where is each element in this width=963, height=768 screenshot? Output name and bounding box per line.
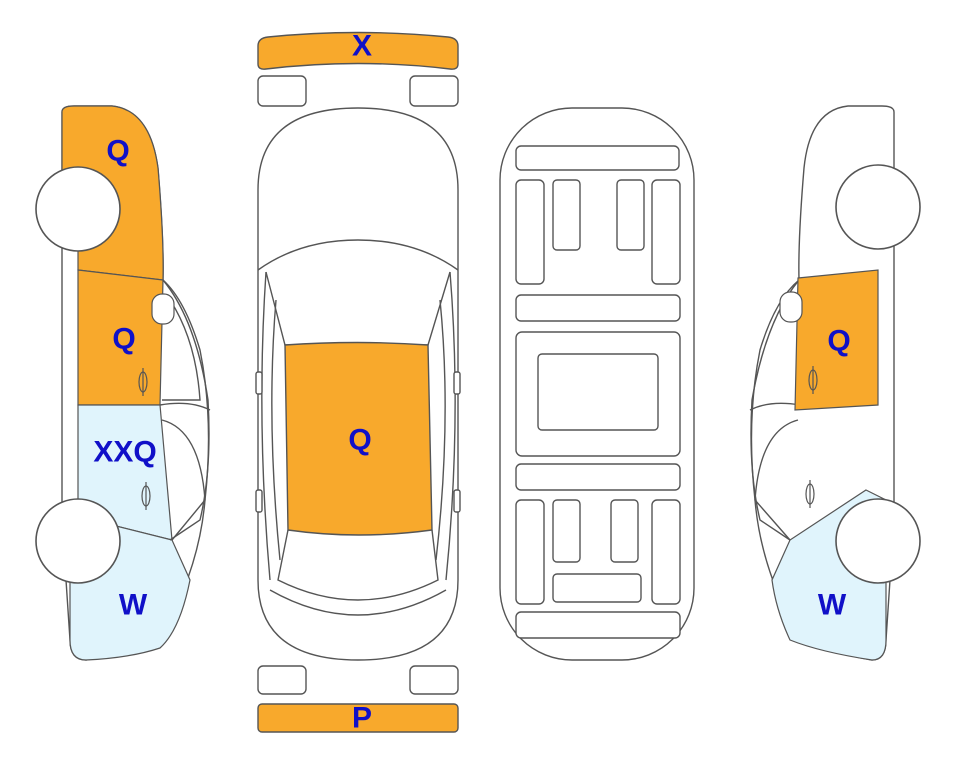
rear-bumper-region[interactable] bbox=[257, 703, 459, 733]
underside-part-5 bbox=[651, 179, 681, 285]
front-right-light bbox=[409, 75, 459, 107]
left-rear-quarter-label: W bbox=[119, 589, 148, 622]
trunk-line bbox=[269, 589, 447, 616]
underside-part-15 bbox=[515, 611, 681, 639]
right-front-door-handle bbox=[805, 480, 815, 508]
windshield bbox=[257, 239, 459, 271]
underside-part-9 bbox=[515, 463, 681, 491]
underside-part-10 bbox=[515, 499, 545, 605]
right-side-glass bbox=[445, 271, 456, 581]
front-bumper-region[interactable] bbox=[257, 31, 459, 70]
right-rear-door-region[interactable] bbox=[794, 269, 879, 411]
left-mirror bbox=[151, 293, 175, 325]
left-beltline bbox=[159, 402, 211, 411]
left-side-glass bbox=[261, 271, 271, 581]
underside-part-14 bbox=[552, 573, 642, 603]
underside-part-4 bbox=[616, 179, 645, 251]
underside-view bbox=[499, 107, 695, 661]
underside-part-8 bbox=[537, 353, 659, 431]
top-right-handle bbox=[453, 489, 461, 513]
right-rear-quarter-label: W bbox=[818, 589, 847, 622]
rear-left-light bbox=[257, 665, 307, 695]
front-left-light bbox=[257, 75, 307, 107]
underside-part-6 bbox=[515, 294, 681, 322]
right-rear-door-label: Q bbox=[827, 325, 850, 358]
underside-part-2 bbox=[515, 179, 545, 285]
left-rear-window bbox=[161, 419, 206, 541]
left-rear-wheel bbox=[35, 498, 121, 584]
roof-label: Q bbox=[348, 424, 371, 457]
right-rear-door-handle bbox=[808, 366, 818, 394]
top-right-mirror bbox=[453, 371, 461, 395]
front-bumper-label: X bbox=[352, 30, 372, 63]
left-window-inner bbox=[162, 299, 201, 401]
top-view: X Q P bbox=[255, 30, 461, 735]
right-side-view: Q W bbox=[749, 105, 921, 661]
underside-part-12 bbox=[610, 499, 639, 563]
left-front-door-handle bbox=[138, 368, 148, 396]
right-front-wheel bbox=[835, 498, 921, 584]
left-front-fender-label: Q bbox=[106, 135, 129, 168]
underside-part-11 bbox=[552, 499, 581, 563]
left-rear-door-handle bbox=[141, 482, 151, 510]
rear-window bbox=[277, 529, 439, 601]
left-front-door-label: Q bbox=[112, 323, 135, 356]
top-left-handle bbox=[255, 489, 263, 513]
left-rear-door-label: XXQ bbox=[93, 436, 156, 469]
right-side-glass-inner bbox=[435, 299, 446, 561]
left-side-glass-inner bbox=[271, 299, 281, 561]
right-rear-wheel bbox=[835, 164, 921, 250]
left-side-view: Q Q XXQ W bbox=[35, 105, 211, 661]
underside-part-1 bbox=[515, 145, 680, 171]
rear-right-light bbox=[409, 665, 459, 695]
underside-part-13 bbox=[651, 499, 681, 605]
rear-bumper-label: P bbox=[352, 702, 372, 735]
underside-part-3 bbox=[552, 179, 581, 251]
right-rear-window bbox=[754, 419, 799, 541]
right-mirror bbox=[779, 291, 803, 323]
top-left-mirror bbox=[255, 371, 263, 395]
left-front-wheel bbox=[35, 166, 121, 252]
